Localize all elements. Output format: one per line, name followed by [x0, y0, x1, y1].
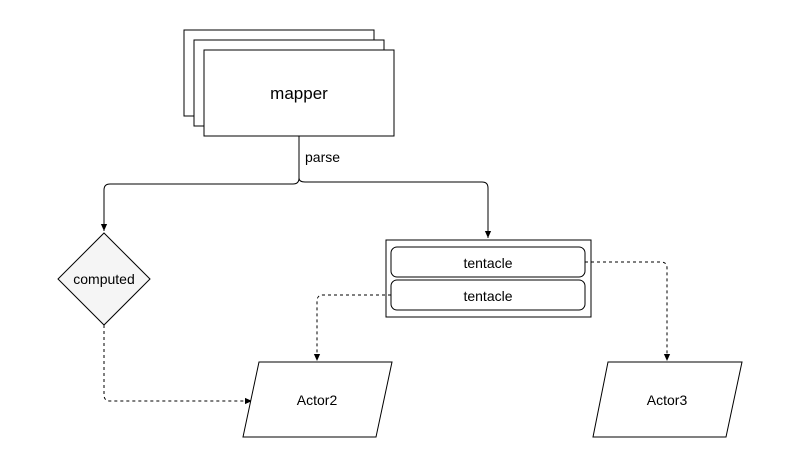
actor2-label: Actor2	[297, 392, 338, 408]
edge-mapper-to-computed	[100, 136, 300, 231]
edge-label-parse: parse	[305, 149, 340, 165]
edge-mapper-to-tentacles	[298, 177, 492, 238]
edge-computed-to-actor2	[103, 325, 252, 405]
edge-tentacle-to-actor3	[585, 261, 671, 361]
actor3-node[interactable]: Actor3	[592, 361, 743, 438]
computed-label: computed	[73, 271, 134, 287]
actor2-node[interactable]: Actor2	[242, 361, 393, 438]
mapper-node[interactable]: mapper	[183, 29, 395, 137]
tentacle-item-bottom[interactable]: tentacle	[390, 279, 586, 311]
tentacle-item-top[interactable]: tentacle	[390, 246, 586, 278]
actor2-shape	[242, 361, 393, 438]
actor3-shape	[592, 361, 743, 438]
mapper-label: mapper	[270, 84, 328, 103]
tentacle-item-top-label: tentacle	[463, 255, 512, 271]
mapper-stack-front	[203, 49, 395, 137]
edge-tentacle-to-actor2	[313, 294, 391, 361]
actor3-label: Actor3	[647, 392, 688, 408]
tentacle-group: tentacle tentacle	[385, 239, 592, 318]
computed-node[interactable]: computed	[57, 232, 151, 326]
tentacle-item-bottom-label: tentacle	[463, 288, 512, 304]
